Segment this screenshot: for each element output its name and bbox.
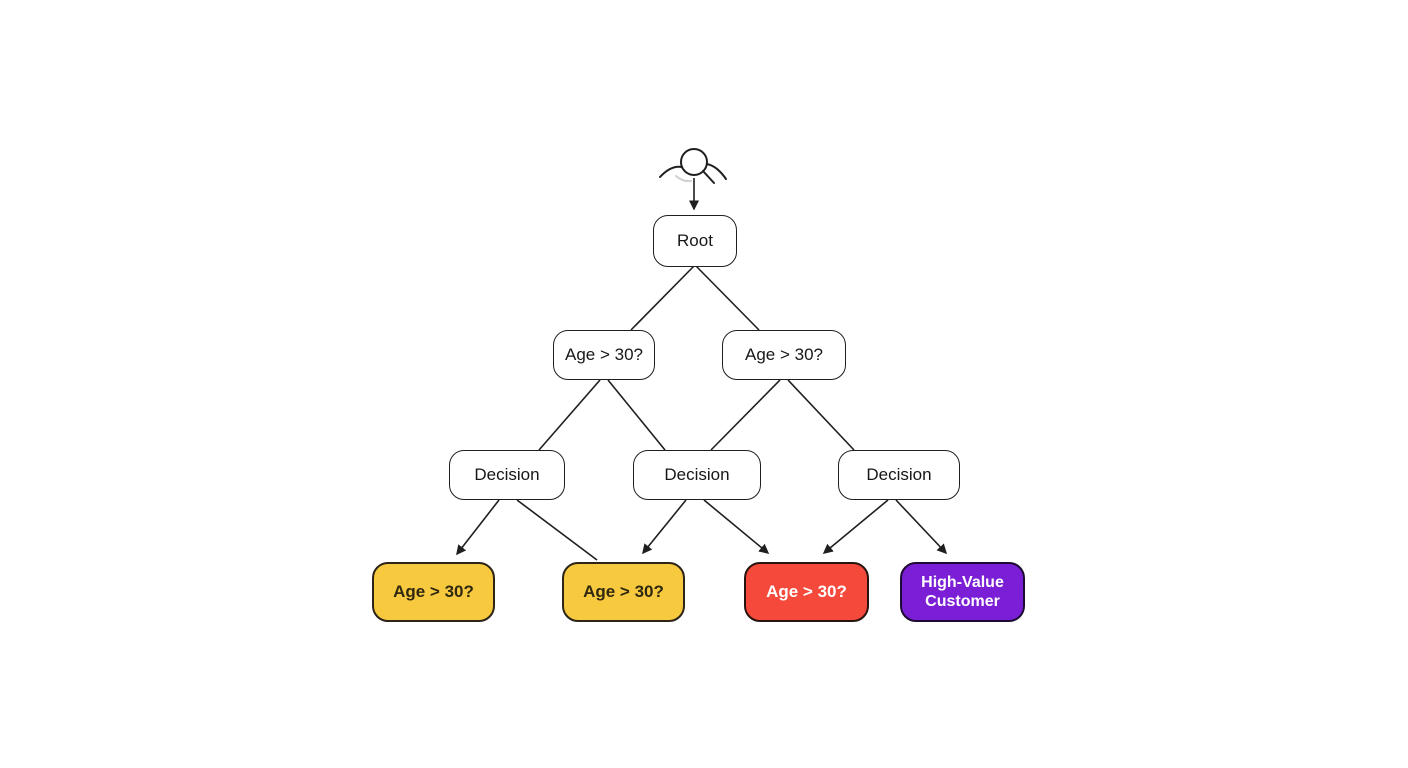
leaf-node-age-question-1: Age > 30? [372, 562, 495, 622]
leaf-node-high-value-customer-label: High-Value Customer [921, 573, 1004, 610]
leaf-node-age-question-3: Age > 30? [744, 562, 869, 622]
node-decision-3-label: Decision [866, 464, 932, 484]
node-decision-3: Decision [838, 450, 960, 500]
node-condition-left: Age > 30? [553, 330, 655, 380]
leaf-node-age-question-1-label: Age > 30? [393, 581, 474, 601]
node-decision-1-label: Decision [474, 464, 540, 484]
sketch-doodle-icon [659, 148, 727, 184]
leaf-node-age-question-2-label: Age > 30? [583, 581, 664, 601]
node-decision-2: Decision [633, 450, 761, 500]
node-condition-right: Age > 30? [722, 330, 846, 380]
node-root: Root [653, 215, 737, 267]
node-condition-left-label: Age > 30? [565, 344, 643, 364]
leaf-node-high-value-customer: High-Value Customer [900, 562, 1025, 622]
node-condition-right-label: Age > 30? [745, 344, 823, 364]
leaf-node-age-question-3-label: Age > 30? [766, 581, 847, 601]
node-decision-2-label: Decision [664, 464, 730, 484]
leaf-node-age-question-2: Age > 30? [562, 562, 685, 622]
node-root-label: Root [677, 230, 713, 250]
node-decision-1: Decision [449, 450, 565, 500]
